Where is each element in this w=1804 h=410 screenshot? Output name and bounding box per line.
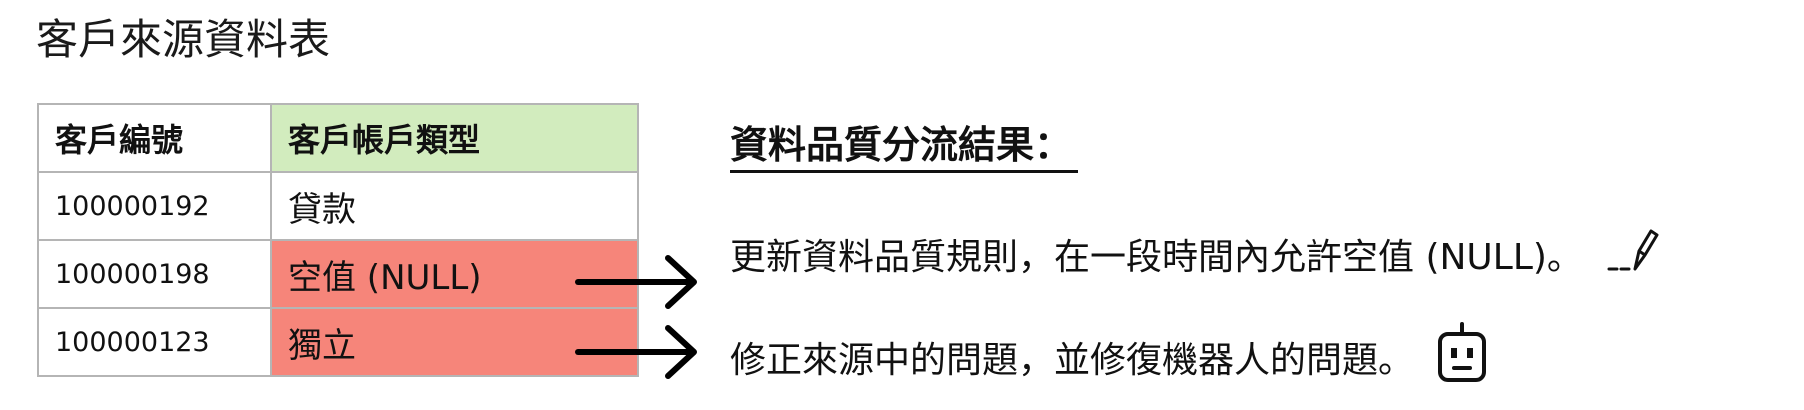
- cell-customer-id: 100000123: [37, 307, 272, 377]
- result-line-1-text: 更新資料品質規則，在一段時間內允許空值 (NULL)。: [730, 236, 1583, 278]
- robot-icon: [1436, 322, 1488, 399]
- result-title: 資料品質分流結果：: [730, 120, 1079, 173]
- table-header-row: 客戶編號 客戶帳戶類型: [37, 103, 639, 173]
- result-line-2-text: 修正來源中的問題，並修復機器人的問題。: [730, 339, 1415, 381]
- result-line-1: 更新資料品質規則，在一段時間內允許空值 (NULL)。: [730, 225, 1661, 290]
- table-row: 100000123 獨立: [37, 307, 639, 377]
- cell-customer-id: 100000192: [37, 171, 272, 241]
- table-row: 100000192 貸款: [37, 171, 639, 241]
- header-account-type: 客戶帳戶類型: [270, 103, 639, 173]
- arrow-right-icon: [575, 325, 697, 379]
- cell-customer-id: 100000198: [37, 239, 272, 309]
- page-title: 客戶來源資料表: [36, 15, 331, 64]
- result-line-2: 修正來源中的問題，並修復機器人的問題。: [730, 322, 1488, 399]
- cell-account-type: 貸款: [270, 171, 639, 241]
- pencil-icon: [1605, 225, 1661, 290]
- table-row: 100000198 空值 (NULL): [37, 239, 639, 309]
- cell-account-type-flagged: 空值 (NULL): [270, 239, 639, 309]
- arrow-right-icon: [575, 255, 697, 309]
- header-customer-id: 客戶編號: [37, 103, 272, 173]
- cell-account-type-flagged: 獨立: [270, 307, 639, 377]
- customer-source-table: 客戶編號 客戶帳戶類型 100000192 貸款 100000198 空值 (N…: [37, 103, 639, 377]
